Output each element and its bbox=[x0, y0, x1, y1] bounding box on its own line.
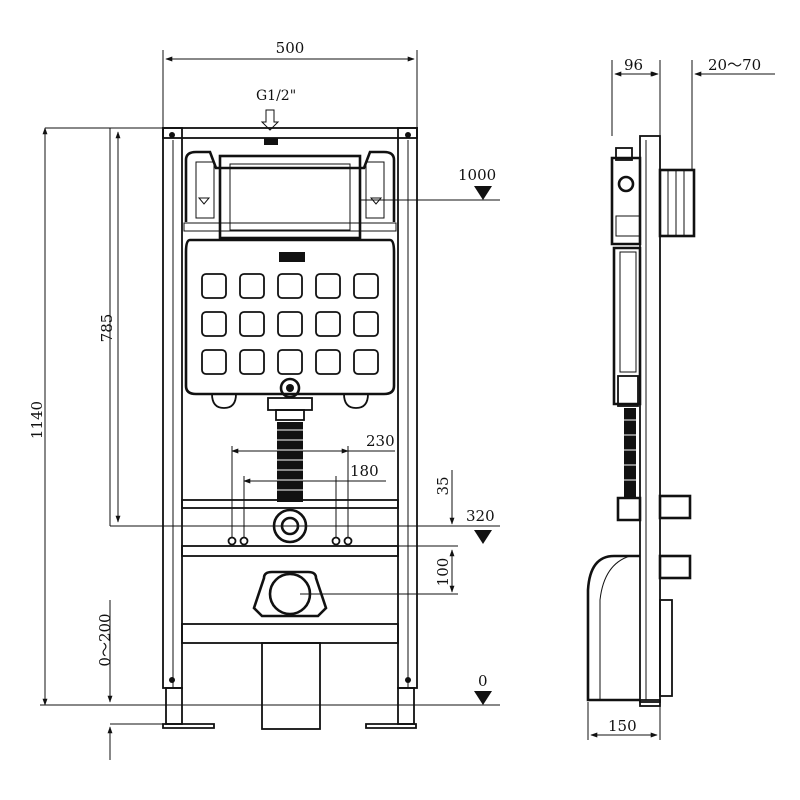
depth-96-label: 96 bbox=[624, 56, 643, 74]
side-view: 96 20～70 bbox=[586, 56, 775, 740]
level-320-marker-icon bbox=[474, 530, 492, 544]
cistern-grid bbox=[201, 273, 379, 375]
inlet-thread-label: G1/2" bbox=[256, 88, 296, 104]
mounting-bolts bbox=[227, 446, 353, 546]
flush-pipe bbox=[267, 397, 313, 544]
level-0-marker-icon bbox=[474, 691, 492, 705]
height-785-label: 785 bbox=[98, 314, 116, 343]
total-height-label: 1140 bbox=[28, 401, 46, 439]
cistern bbox=[183, 150, 397, 409]
height-dimensions: 1140 785 0～200 bbox=[28, 127, 500, 760]
water-inlet: G1/2" bbox=[256, 88, 296, 145]
base-dimension: 150 bbox=[587, 702, 661, 740]
offset-100-label: 100 bbox=[434, 558, 452, 587]
base-150-label: 150 bbox=[608, 717, 637, 735]
inlet-arrow-icon bbox=[260, 109, 280, 131]
spacing-180-label: 180 bbox=[350, 462, 379, 480]
level-320-label: 320 bbox=[466, 507, 495, 525]
level-0-label: 0 bbox=[478, 672, 488, 690]
level-marks: 1000 320 35 100 0 bbox=[300, 166, 500, 705]
width-dimension: 500 bbox=[162, 39, 418, 128]
depth-dimensions: 96 20～70 bbox=[611, 56, 775, 170]
width-dimension-label: 500 bbox=[276, 39, 305, 57]
level-1000-label: 1000 bbox=[458, 166, 496, 184]
spacing-dimensions: 230 180 bbox=[231, 432, 395, 484]
spacing-230-label: 230 bbox=[366, 432, 395, 450]
wall-range-label: 20～70 bbox=[708, 56, 761, 74]
front-view: 500 G1/2" bbox=[28, 39, 500, 760]
flush-plate-opening bbox=[218, 154, 362, 240]
level-1000-marker-icon bbox=[474, 186, 492, 200]
leg-range-label: 0～200 bbox=[96, 613, 114, 666]
offset-35-label: 35 bbox=[434, 476, 452, 495]
